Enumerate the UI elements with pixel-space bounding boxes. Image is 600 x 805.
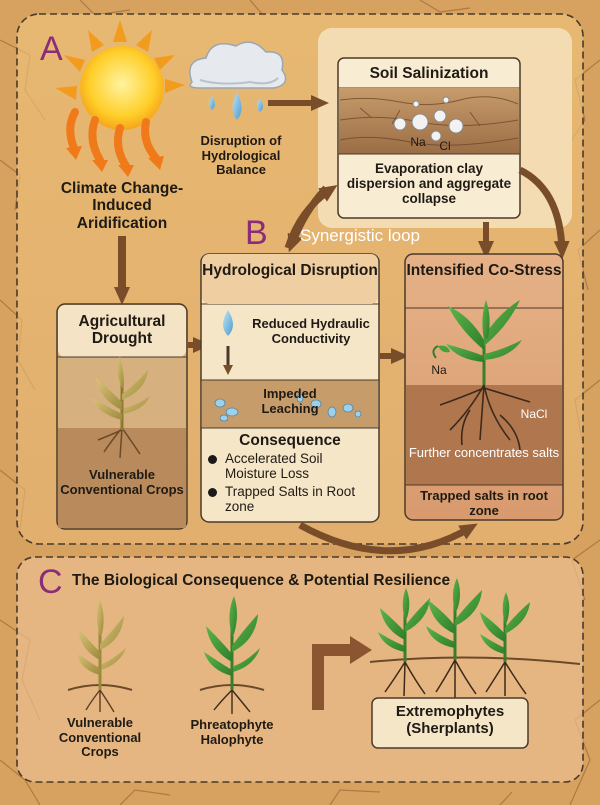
reduced-conductivity-label: Reduced Hydraulic Conductivity [252,316,370,346]
climate-label: Climate Change-Induced Aridification [60,180,184,232]
panel-a-letter: A [40,30,63,68]
drought-title: Agricultural Drought [78,313,166,348]
healthy-plant-icon [446,300,522,385]
costress-title: Intensified Co-Stress [406,262,562,279]
ion-cl-label: Cl [439,139,451,153]
consequence-item: Accelerated Soil Moisture Loss [205,451,377,481]
ion-na-label: Na [410,135,426,149]
extremophytes-label: Extremophytes (Sherplants) [395,703,505,737]
salinization-caption: Evaporation clay dispersion and aggregat… [346,161,512,207]
impeded-leaching-label: Impeded Leaching [261,386,319,416]
costress-ion-nacl: NaCl [520,407,548,421]
costress-ion-na: Na [431,363,447,377]
cloud-icon [189,41,287,89]
consequence-title: Consequence [239,432,341,449]
panel-c-title: The Biological Consequence & Potential R… [72,572,451,589]
disruption-label: Disruption of Hydrological Balance [200,133,282,178]
drought-caption: Vulnerable Conventional Crops [60,467,184,497]
hydro-title: Hydrological Disruption [202,262,378,279]
wilted-crop-icon [92,356,150,459]
consequence-list: Accelerated Soil Moisture Loss Trapped S… [205,451,377,517]
panel-b-letter: B [245,214,268,252]
crop-label: Vulnerable Conventional Crops [58,715,142,760]
halophyte-label: Phreatophyte Halophyte [190,717,274,747]
root-icon [439,384,531,451]
salinization-title: Soil Salinization [369,65,489,82]
consequence-item: Trapped Salts in Root zone [205,484,377,514]
panel-c-letter: C [38,563,63,601]
healthy-plant-icon [369,578,581,698]
water-drop-icon [209,92,263,120]
sun-icon [55,20,185,177]
trapped-salts-label: Trapped salts in root zone [420,488,548,518]
healthy-plant-icon [199,596,265,714]
concentrates-label: Further concentrates salts [408,445,560,460]
wilted-crop-icon [67,600,133,713]
synergistic-loop-label: Synergistic loop [300,226,421,245]
